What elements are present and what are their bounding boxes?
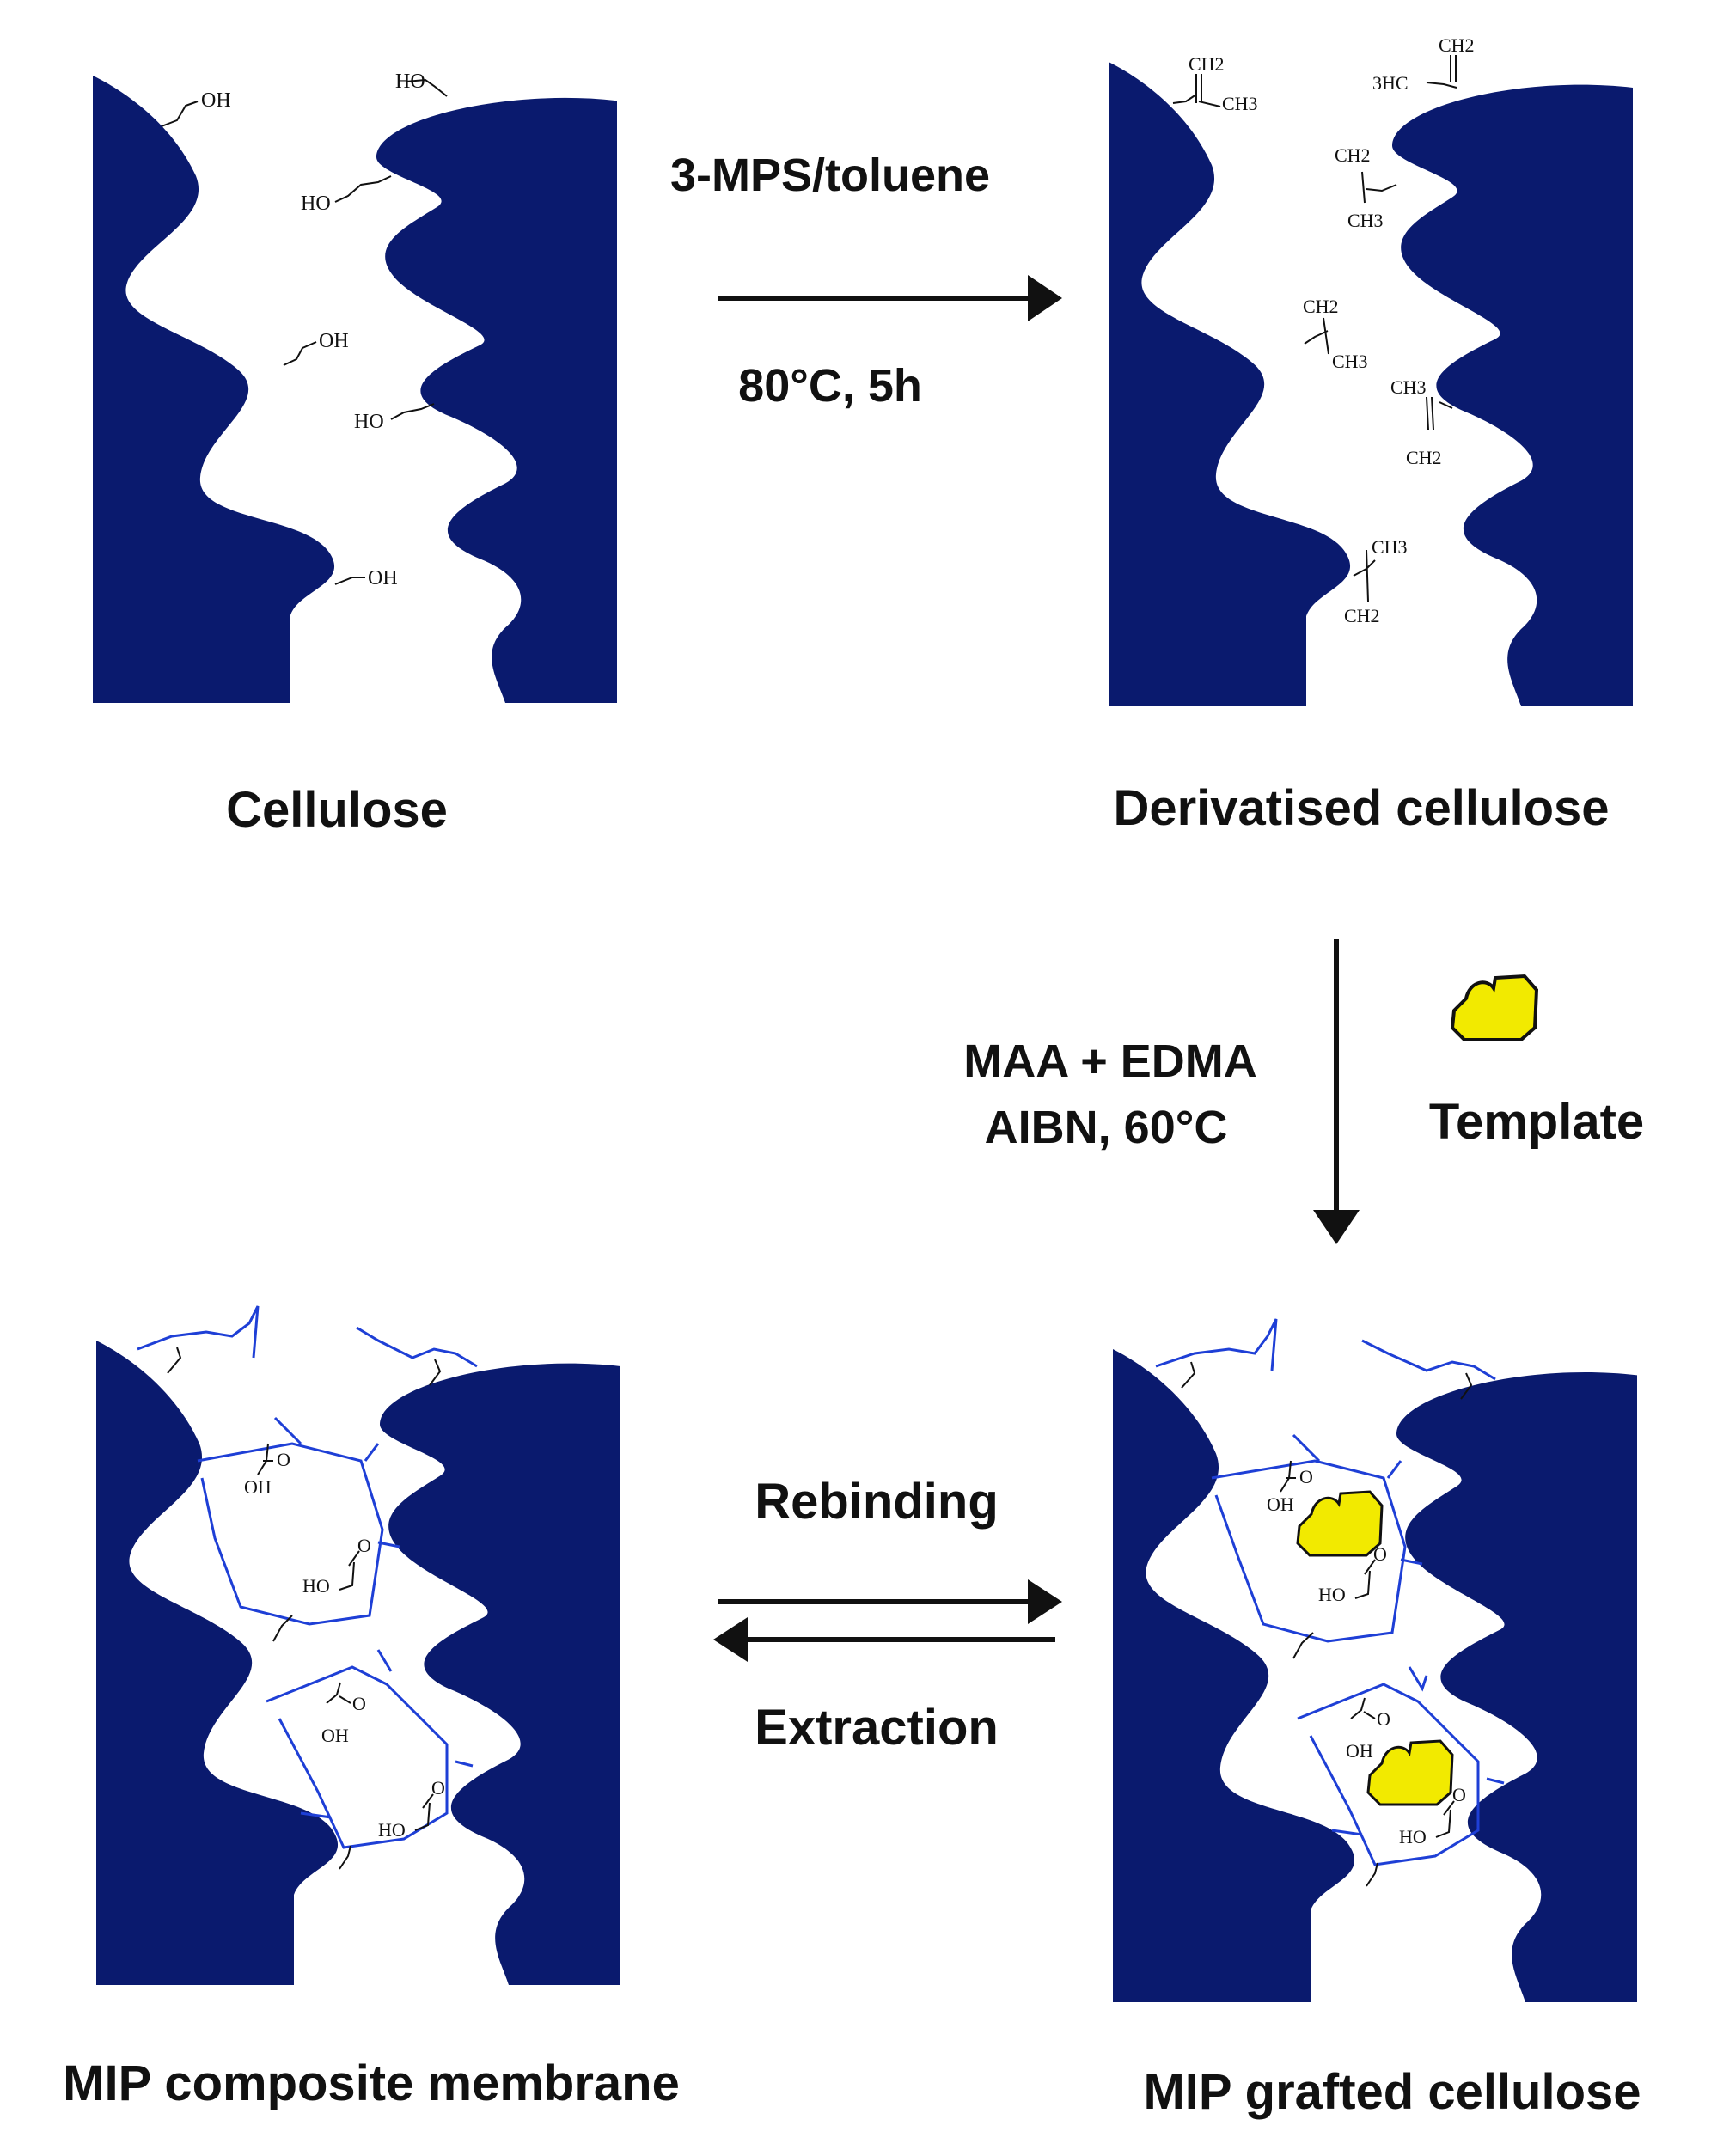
mip-composite-polymer-network xyxy=(137,1305,478,1849)
chem-label: O xyxy=(1299,1466,1313,1487)
chem-label: CH2 xyxy=(1335,144,1371,166)
chem-label: CH3 xyxy=(1332,351,1368,372)
chem-label: OH xyxy=(368,567,398,589)
cellulose-block xyxy=(93,76,617,703)
extraction-arrow xyxy=(713,1617,1055,1662)
chem-label: HO xyxy=(301,192,331,215)
monomers-label: MAA + EDMA xyxy=(963,1035,1257,1087)
chem-label: HO xyxy=(395,70,425,93)
mip-composite-panel xyxy=(96,1341,620,1985)
rebinding-arrow xyxy=(718,1579,1062,1624)
vinyl-groups xyxy=(1172,55,1457,602)
cellulose-panel xyxy=(93,76,617,703)
mip-grafted-polymer-network xyxy=(1155,1318,1505,1866)
chem-label: O xyxy=(352,1693,366,1714)
chem-label: HO xyxy=(1318,1584,1346,1605)
initiator-label: AIBN, 60°C xyxy=(985,1102,1228,1153)
mip-grafted-panel xyxy=(1113,1349,1637,2002)
chem-label: OH xyxy=(321,1725,349,1746)
cellulose-group-labels: OH HO HO OH HO OH xyxy=(201,70,425,589)
derivatised-title: Derivatised cellulose xyxy=(1113,780,1609,836)
bound-template-icon xyxy=(1366,1739,1454,1806)
chem-label: O xyxy=(357,1535,371,1556)
chem-label: CH2 xyxy=(1189,53,1225,75)
chem-label: OH xyxy=(319,330,349,352)
mip-grafted-block xyxy=(1113,1349,1637,2002)
chem-label: HO xyxy=(302,1575,330,1597)
chem-label: O xyxy=(1377,1708,1390,1730)
chem-label: CH2 xyxy=(1439,34,1475,56)
extraction-label: Extraction xyxy=(755,1700,999,1756)
chem-label: OH xyxy=(1346,1740,1373,1762)
chem-label: OH xyxy=(201,89,231,112)
cellulose-hydroxyl-groups xyxy=(161,78,448,585)
chem-label: HO xyxy=(378,1819,406,1841)
rebinding-label: Rebinding xyxy=(755,1474,999,1530)
chem-label: CH2 xyxy=(1303,296,1339,317)
chem-label: CH3 xyxy=(1372,536,1408,558)
chem-label: 3HC xyxy=(1372,72,1409,94)
chem-label: HO xyxy=(354,411,384,433)
chem-label: OH xyxy=(1267,1493,1294,1515)
mip-composite-block xyxy=(96,1341,620,1985)
chem-label: CH3 xyxy=(1390,376,1427,398)
template-label: Template xyxy=(1429,1094,1644,1150)
mip-composite-title: MIP composite membrane xyxy=(63,2055,680,2111)
bound-template-icon xyxy=(1296,1490,1384,1557)
conditions-label: 80°C, 5h xyxy=(738,360,922,412)
chem-label: O xyxy=(431,1777,445,1799)
polymerisation-arrow xyxy=(1313,939,1360,1244)
chem-label: O xyxy=(277,1449,290,1470)
chem-label: HO xyxy=(1399,1826,1427,1848)
mip-grafted-anchors xyxy=(1181,1361,1473,1887)
mip-grafted-group-labels: O OH HO O O OH HO O xyxy=(1267,1460,1466,1848)
template-icon xyxy=(1451,974,1538,1041)
cellulose-title: Cellulose xyxy=(226,782,448,838)
derivatised-group-labels: CH2 CH3 CH2 3HC CH2 CH3 CH2 CH3 CH3 CH2 … xyxy=(1189,34,1475,626)
mip-grafted-title: MIP grafted cellulose xyxy=(1143,2064,1641,2120)
mip-composite-anchors xyxy=(167,1347,442,1870)
chem-label: CH2 xyxy=(1344,605,1380,626)
chem-label: CH3 xyxy=(1222,93,1258,114)
chem-label: CH3 xyxy=(1347,210,1384,231)
mip-composite-group-labels: O OH HO O O OH HO O xyxy=(244,1443,445,1841)
chem-label: O xyxy=(1373,1543,1387,1565)
chem-label: CH2 xyxy=(1406,447,1442,468)
chem-label: OH xyxy=(244,1476,272,1498)
derivatisation-arrow xyxy=(718,275,1062,321)
chem-label: O xyxy=(1452,1784,1466,1805)
reagent-label: 3-MPS/toluene xyxy=(670,150,990,201)
